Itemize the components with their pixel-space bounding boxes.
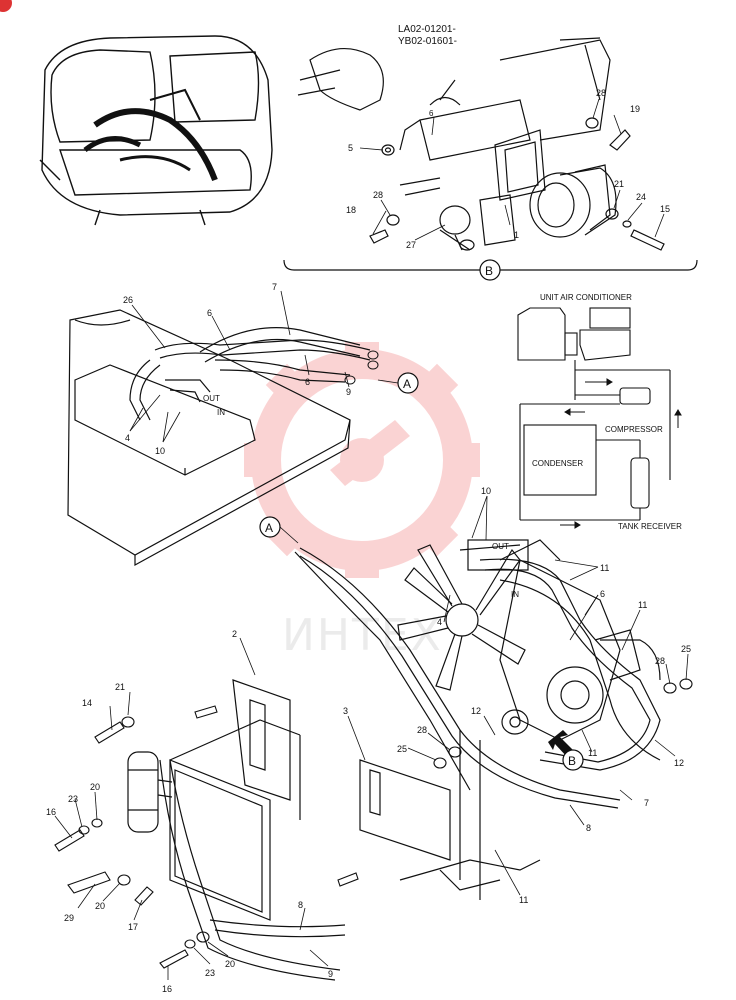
detail-b-fasteners [369,117,665,251]
callout-21-top: 21 [614,179,624,189]
callout-7-low: 7 [644,798,649,808]
hose-ends-left [344,350,379,385]
detail-b-compressor-bracket [297,37,617,251]
receiver-drier [127,751,173,833]
cabin-floor-platform [67,309,351,567]
callout-6-right: 6 [600,589,605,599]
corner-badge-icon [0,0,12,12]
flow-out-label-left: OUT [203,394,220,403]
schematic-label-tank-receiver: TANK RECEIVER [618,522,682,531]
callout-18: 18 [346,205,356,215]
section-a-letter-left: A [403,377,411,391]
callout-26: 26 [123,295,133,305]
callout-11-d: 11 [519,895,528,905]
hose-bundle-left [129,327,371,421]
section-a-leader [279,526,299,544]
callout-11-a: 11 [600,563,609,573]
schematic-label-compressor: COMPRESSOR [605,425,663,434]
callout-15: 15 [660,204,670,214]
callout-23-b: 23 [205,968,215,978]
callout-25-low: 25 [397,744,407,754]
schematic-label-condenser: CONDENSER [532,459,583,468]
callout-10-left: 10 [155,446,165,456]
callout-1: 1 [514,230,519,240]
section-a-marker-left [397,372,419,394]
flow-in-label-right: IN [511,590,519,599]
schematic-flow-arrows [560,378,682,529]
callout-23-a: 23 [68,794,78,804]
callout-3: 3 [343,706,348,716]
callout-9-top: 9 [346,387,351,397]
callout-12-b: 12 [674,758,684,768]
callout-12-a: 12 [471,706,481,716]
callout-28-top: 28 [596,88,606,98]
callout-4-left: 4 [125,433,130,443]
model-range-line-2: YB02-01601- [398,36,457,47]
callout-9-bottom: 9 [328,969,333,979]
section-b-marker-top [479,259,501,281]
callout-28-right: 28 [655,656,665,666]
callout-16-b: 16 [162,984,172,994]
callout-8-bottom: 8 [298,900,303,910]
callout-28-low: 28 [417,725,427,735]
watermark-text: ИНТЕХ [282,610,443,661]
callout-11-b: 11 [638,600,647,610]
machine-overview-illustration [39,35,273,226]
section-b-marker-bottom [562,749,584,771]
engine-compressor-block [459,539,641,741]
callout-2: 2 [232,629,237,639]
model-range-line-1: LA02-01201- [398,24,456,35]
callout-6-top: 6 [429,109,434,118]
main-hose-routing [159,547,661,981]
callout-21-mid: 21 [115,682,125,692]
callout-7-top: 7 [272,282,277,292]
detail-b-leader-lines [359,98,665,241]
lower-leader-lines [54,495,689,980]
watermark-gear-logo [244,342,480,578]
callout-6-b: 6 [305,377,310,387]
left-leader-lines [129,290,399,443]
refrigerant-schematic [517,307,671,521]
section-b-letter-bottom: B [568,754,576,768]
callout-8-low: 8 [586,823,591,833]
flow-in-label-left: IN [217,408,225,417]
flow-out-label-right: OUT [492,542,509,551]
callout-16-a: 16 [46,807,56,817]
callout-4-fan: 4 [437,617,442,627]
section-a-letter-bottom: A [265,521,273,535]
section-b-letter-top: B [485,264,493,278]
callout-28-mid: 28 [373,190,383,200]
callout-27: 27 [406,240,416,250]
callout-19: 19 [630,104,640,114]
radiator-fan-blades [397,544,526,691]
callout-20-a: 20 [90,782,100,792]
callout-20-b: 20 [95,901,105,911]
callout-17: 17 [128,922,138,932]
condenser-frame [169,679,541,921]
callout-11-c: 11 [588,748,597,758]
callout-6-a: 6 [207,308,212,318]
callout-24: 24 [636,192,646,202]
callout-10-right: 10 [481,486,491,496]
callout-20-c: 20 [225,959,235,969]
callout-14: 14 [82,698,92,708]
callout-5: 5 [348,143,353,153]
schematic-label-unit-ac: UNIT AIR CONDITIONER [540,293,632,302]
callout-25-right: 25 [681,644,691,654]
callout-29: 29 [64,913,74,923]
